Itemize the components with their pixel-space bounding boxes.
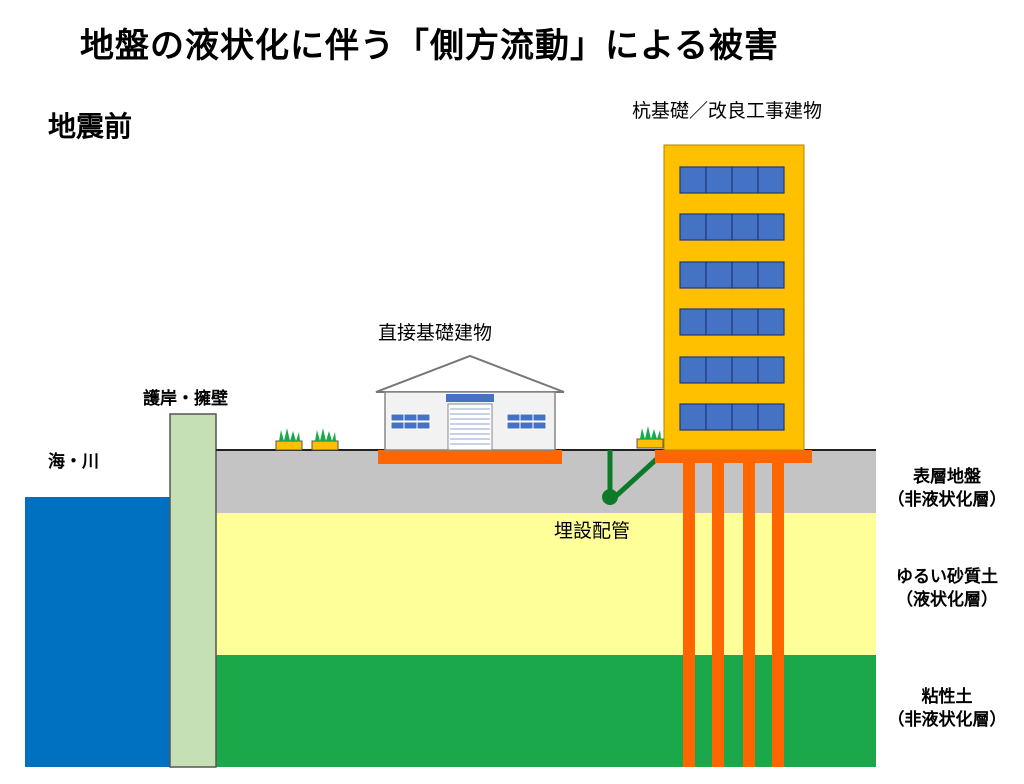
- pile-building-label: 杭基礎／改良工事建物: [632, 100, 823, 122]
- stage-label: 地震前: [48, 110, 133, 143]
- grass-planter: [275, 428, 303, 451]
- seawall-label: 護岸・擁壁: [143, 389, 228, 409]
- pipe-label: 埋設配管: [554, 520, 631, 542]
- layer-name: 粘性土: [921, 687, 973, 707]
- surface-layer-label: 表層地盤 （非液状化層）: [872, 466, 1022, 512]
- pile-foundation-building: [663, 144, 805, 451]
- layer-type: （非液状化層）: [887, 489, 1007, 510]
- loose-sand-layer: [216, 513, 876, 655]
- clay-layer-label: 粘性土 （非液状化層）: [872, 686, 1022, 732]
- layer-type: （液状化層）: [896, 589, 998, 610]
- sea-label: 海・川: [48, 452, 99, 472]
- diagram-title: 地盤の液状化に伴う「側方流動」による被害: [80, 26, 779, 66]
- seawall-wall: [169, 413, 217, 768]
- direct-building-label: 直接基礎建物: [378, 322, 493, 344]
- direct-foundation-building: [375, 354, 565, 464]
- buried-pipe: [602, 450, 662, 505]
- sand-layer-label: ゆるい砂質土 （液状化層）: [872, 566, 1022, 612]
- layer-name: ゆるい砂質土: [896, 567, 998, 587]
- layer-type: （非液状化層）: [887, 709, 1007, 730]
- grass-planter: [311, 428, 339, 451]
- layer-name: 表層地盤: [913, 467, 981, 487]
- clay-layer: [216, 655, 876, 767]
- grass-planter: [636, 426, 664, 449]
- sea-water: [25, 497, 170, 767]
- foundation-piles: [655, 450, 812, 767]
